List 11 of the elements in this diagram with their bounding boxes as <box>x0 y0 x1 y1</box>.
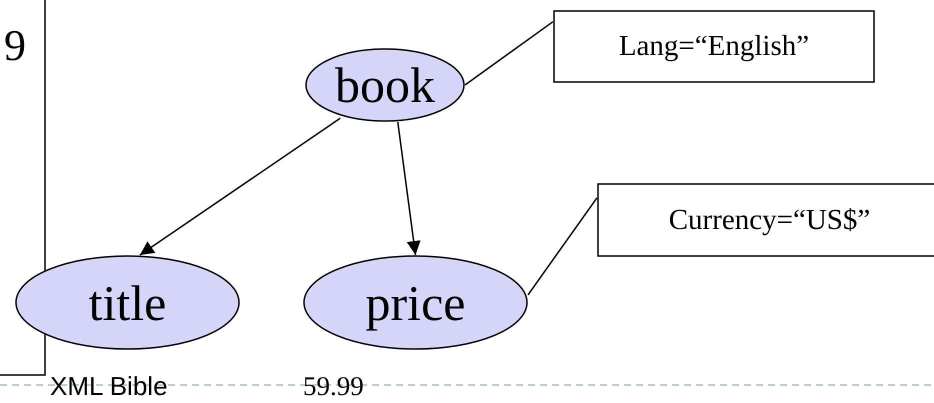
node-text: Currency=“US$” <box>668 206 870 234</box>
element-value: XML Bible <box>50 373 168 399</box>
element-value: 59.99 <box>303 373 364 400</box>
arrow <box>139 118 341 256</box>
arrow <box>397 122 421 256</box>
leader-line <box>464 21 554 86</box>
element-name: title <box>88 278 166 328</box>
element-name: book <box>335 60 435 110</box>
node-text: 9 <box>4 24 26 68</box>
node-text: Lang=“English” <box>618 32 810 61</box>
leader-line <box>527 197 598 296</box>
